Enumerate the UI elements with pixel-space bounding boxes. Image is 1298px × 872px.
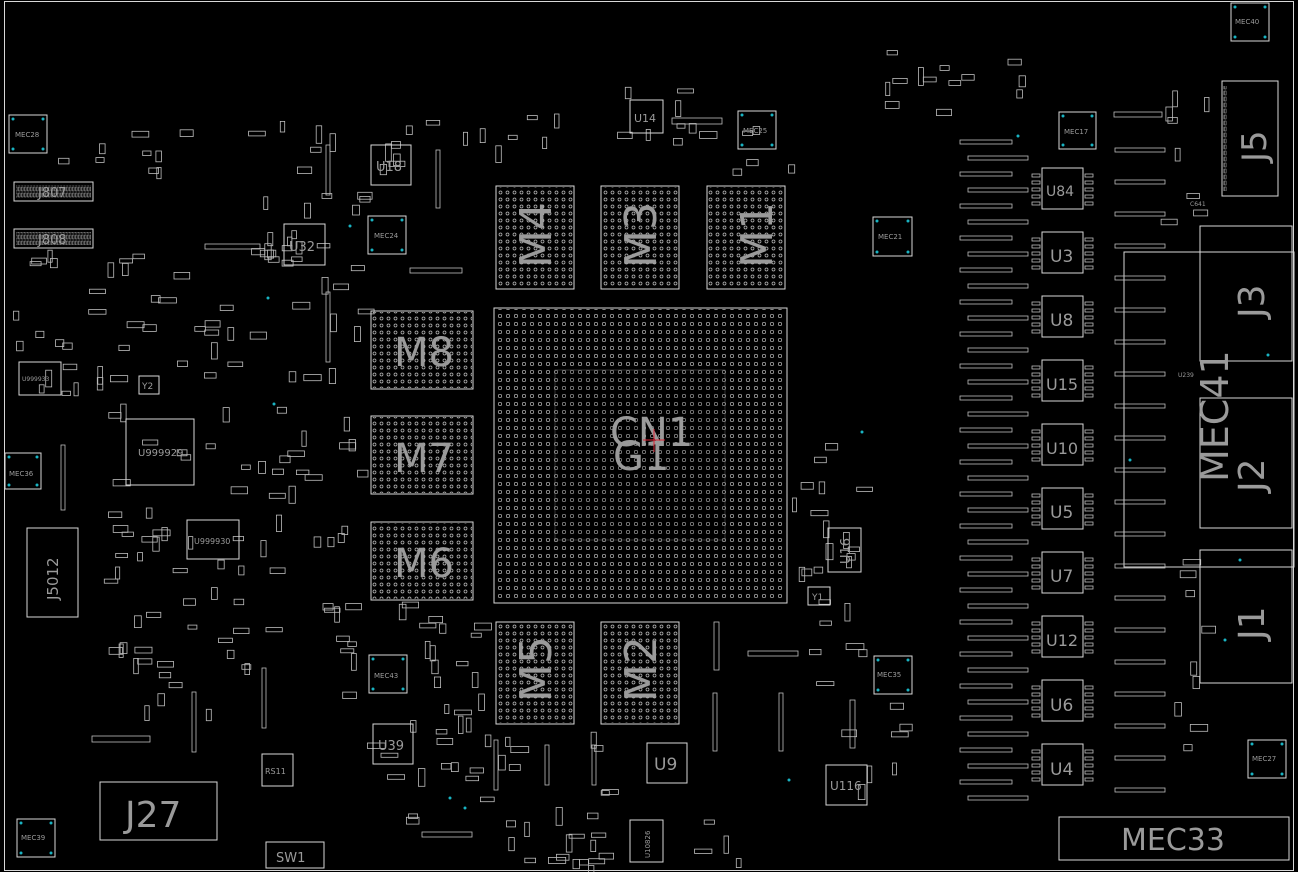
label-U32: U32 bbox=[289, 240, 315, 255]
component-M6[interactable] bbox=[370, 521, 474, 601]
label-M7: M7 bbox=[394, 436, 454, 482]
label-Y1: Y1 bbox=[811, 593, 823, 603]
label-M2: M2 bbox=[616, 636, 667, 702]
label-G1: G1 bbox=[613, 434, 669, 480]
mechanical-holes bbox=[4, 2, 1287, 858]
component-U116[interactable] bbox=[825, 764, 868, 806]
label-J5: J5 bbox=[1235, 130, 1275, 164]
component-U16[interactable] bbox=[827, 527, 862, 573]
label-J3: J3 bbox=[1232, 284, 1273, 320]
component-J5012[interactable] bbox=[26, 527, 79, 618]
label-U6: U6 bbox=[1050, 696, 1073, 716]
component-U10826[interactable] bbox=[629, 819, 664, 863]
label-Y2: Y2 bbox=[141, 382, 153, 392]
label-U12: U12 bbox=[1046, 631, 1078, 650]
label-MEC36: MEC36 bbox=[9, 470, 34, 478]
label-U10826: U10826 bbox=[644, 830, 652, 858]
label-U15: U15 bbox=[1046, 375, 1078, 394]
component-U39[interactable] bbox=[372, 723, 414, 765]
component-J807[interactable] bbox=[13, 181, 94, 202]
label-MEC35: MEC35 bbox=[877, 671, 901, 679]
label-U16: U16 bbox=[839, 538, 854, 564]
label-MEC43: MEC43 bbox=[374, 672, 398, 680]
label-U999929: U999929 bbox=[138, 448, 184, 459]
label-J2: J2 bbox=[1232, 458, 1273, 494]
label-J808: J808 bbox=[37, 233, 67, 248]
label-MEC33: MEC33 bbox=[1121, 823, 1225, 858]
label-U3: U3 bbox=[1050, 247, 1073, 267]
component-U14[interactable] bbox=[629, 99, 664, 134]
label-U18: U18 bbox=[376, 160, 402, 175]
component-U999929[interactable] bbox=[125, 418, 195, 486]
label-M4: M4 bbox=[511, 202, 562, 268]
label-J5012: J5012 bbox=[44, 557, 62, 601]
label-U7: U7 bbox=[1050, 567, 1073, 587]
component-U9[interactable] bbox=[646, 742, 688, 784]
label-M6: M6 bbox=[394, 541, 454, 587]
label-U116: U116 bbox=[830, 779, 862, 793]
label-U239: U239 bbox=[1178, 372, 1194, 379]
component-MEC41[interactable] bbox=[1123, 251, 1295, 568]
label-U9: U9 bbox=[654, 755, 677, 775]
label-MEC17: MEC17 bbox=[1064, 128, 1088, 136]
component-J5[interactable] bbox=[1221, 80, 1279, 197]
label-J27: J27 bbox=[123, 795, 181, 836]
label-U14: U14 bbox=[634, 112, 656, 125]
label-MEC27: MEC27 bbox=[1252, 755, 1276, 763]
label-MEC41: MEC41 bbox=[1193, 350, 1237, 482]
label-U84: U84 bbox=[1046, 184, 1074, 200]
label-MEC25: MEC25 bbox=[743, 127, 767, 135]
label-U4: U4 bbox=[1050, 760, 1073, 780]
origin-marker-icon bbox=[643, 429, 665, 452]
label-U999933: U999933 bbox=[22, 376, 49, 383]
component-CN1[interactable] bbox=[493, 307, 788, 604]
component-Y1[interactable] bbox=[807, 586, 831, 606]
component-U999930[interactable] bbox=[186, 519, 240, 560]
label-U999930: U999930 bbox=[194, 537, 230, 546]
trace-pads-layer bbox=[959, 139, 1166, 801]
label-CN1: CN1 bbox=[610, 410, 693, 456]
component-J3[interactable] bbox=[1199, 225, 1293, 362]
component-MEC33[interactable] bbox=[1058, 816, 1290, 861]
label-U10: U10 bbox=[1046, 439, 1078, 458]
label-U39: U39 bbox=[378, 739, 404, 754]
label-M5: M5 bbox=[511, 636, 562, 702]
label-M3: M3 bbox=[616, 202, 667, 268]
label-U8: U8 bbox=[1050, 311, 1073, 331]
label-U5: U5 bbox=[1050, 503, 1073, 523]
component-M8[interactable] bbox=[370, 310, 474, 390]
label-MEC39: MEC39 bbox=[21, 834, 45, 842]
component-U18[interactable] bbox=[370, 144, 412, 186]
component-J2[interactable] bbox=[1199, 397, 1293, 529]
component-M7[interactable] bbox=[370, 415, 474, 495]
passive-components-layer bbox=[13, 50, 1270, 872]
component-J808[interactable] bbox=[13, 228, 94, 249]
label-MEC21: MEC21 bbox=[878, 233, 902, 241]
component-U32[interactable] bbox=[283, 223, 326, 266]
label-MEC28: MEC28 bbox=[15, 131, 39, 139]
label-SW1: SW1 bbox=[276, 851, 305, 866]
label-M8: M8 bbox=[394, 330, 454, 376]
component-J27[interactable] bbox=[99, 781, 218, 841]
label-MEC40: MEC40 bbox=[1235, 18, 1259, 26]
component-M3[interactable] bbox=[600, 185, 680, 290]
component-Y2[interactable] bbox=[138, 375, 160, 395]
component-RS11[interactable] bbox=[261, 753, 294, 787]
ic-column-right bbox=[1031, 167, 1094, 786]
component-M2[interactable] bbox=[600, 621, 680, 725]
component-U999933[interactable] bbox=[18, 361, 62, 396]
label-J1: J1 bbox=[1232, 606, 1273, 642]
label-J807: J807 bbox=[37, 186, 67, 201]
component-M4[interactable] bbox=[495, 185, 575, 290]
label-RS11: RS11 bbox=[265, 767, 286, 776]
component-SW1[interactable] bbox=[265, 841, 325, 869]
component-M1[interactable] bbox=[706, 185, 786, 290]
label-C641: C641 bbox=[1190, 201, 1206, 208]
component-M5[interactable] bbox=[495, 621, 575, 725]
label-MEC24: MEC24 bbox=[374, 232, 399, 240]
component-J1[interactable] bbox=[1199, 549, 1293, 684]
label-M1: M1 bbox=[732, 202, 783, 268]
